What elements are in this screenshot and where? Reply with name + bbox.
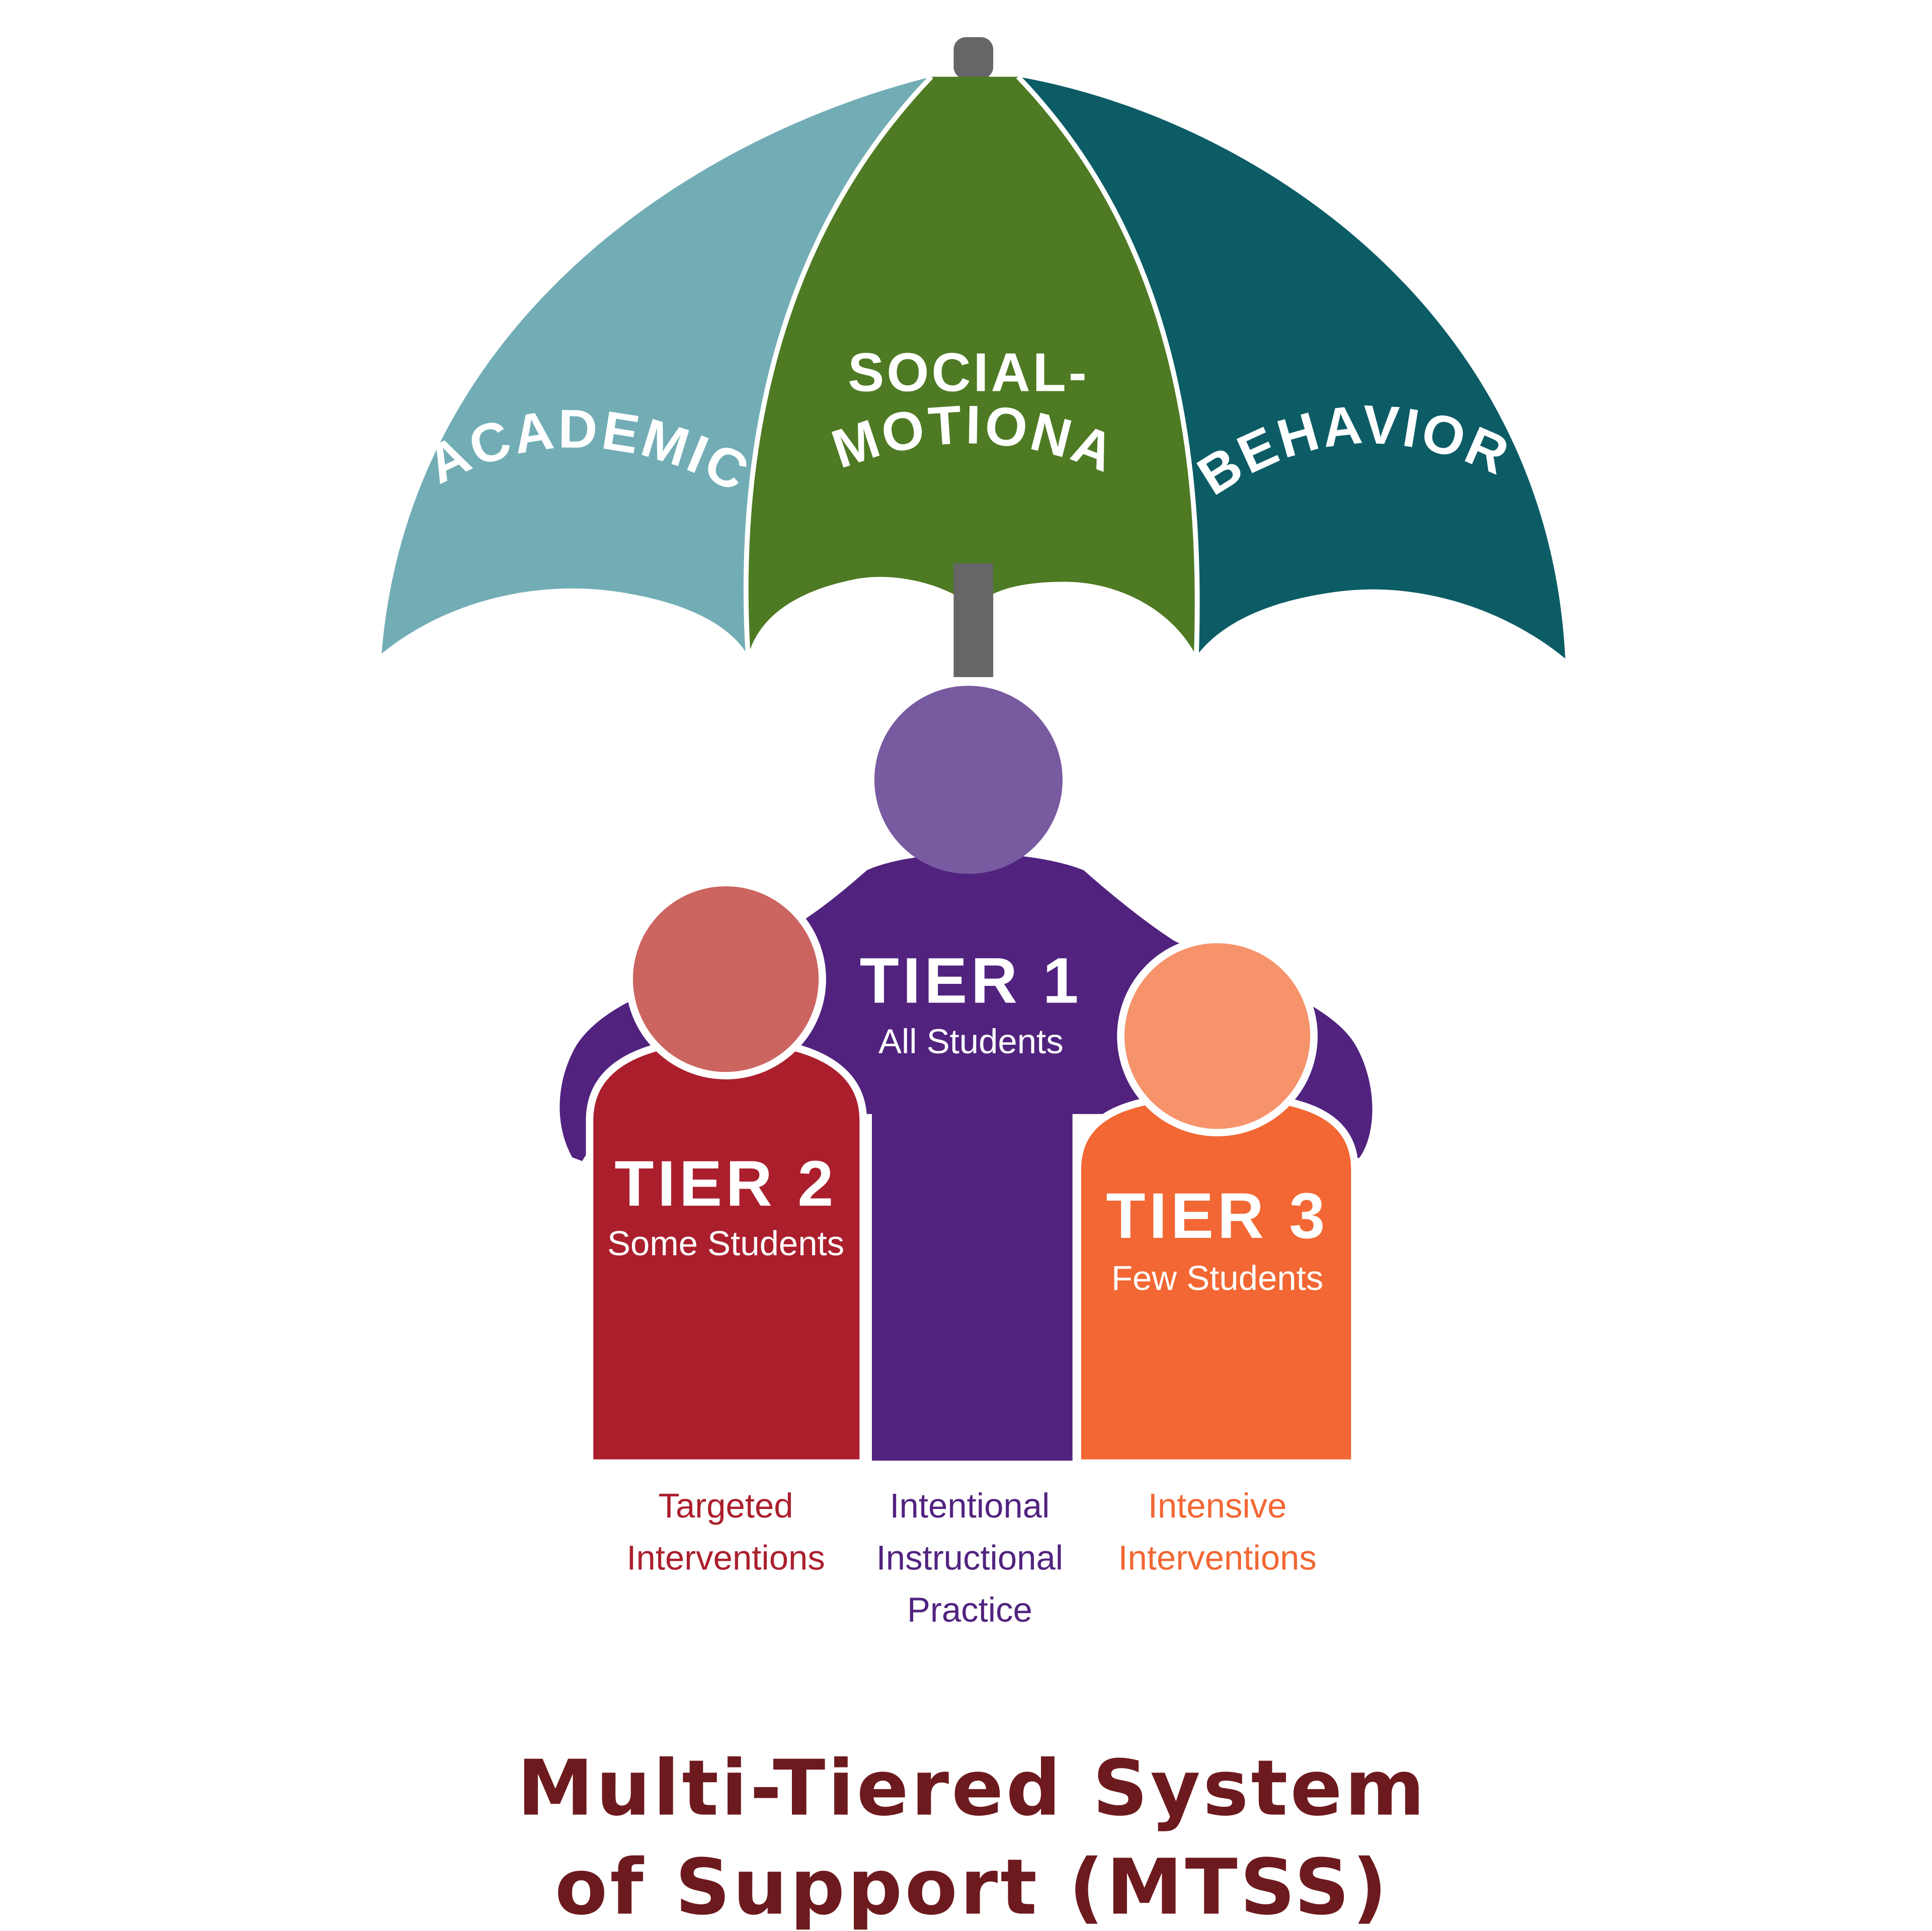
- social-label-line1: SOCIAL-: [848, 342, 1089, 403]
- page-title-line2: of Support (MTSS): [555, 1842, 1390, 1931]
- tier1-caption-line3: Practice: [907, 1590, 1032, 1629]
- tier3-figure: [1074, 936, 1359, 1467]
- tier1-caption-line2: Instructional: [876, 1538, 1063, 1577]
- tier3-caption: Intensive Interventions: [1118, 1486, 1316, 1577]
- behavior-panel: [1018, 76, 1566, 659]
- tier3-caption-line1: Intensive: [1148, 1486, 1287, 1525]
- tier1-title: TIER 1: [860, 945, 1082, 1017]
- tier1-caption: Intentional Instructional Practice: [876, 1486, 1063, 1629]
- tier2-title: TIER 2: [614, 1148, 837, 1220]
- tier2-head: [625, 879, 826, 1079]
- tier1-head: [874, 686, 1063, 874]
- umbrella-pole: [953, 563, 994, 678]
- tier3-head: [1117, 936, 1318, 1137]
- page-title-line1: Multi-Tiered System: [517, 1743, 1427, 1833]
- tier2-caption-line1: Targeted: [659, 1486, 793, 1525]
- tier2-subtitle: Some Students: [607, 1224, 844, 1263]
- academic-panel: [381, 76, 932, 656]
- tier3-subtitle: Few Students: [1111, 1258, 1323, 1297]
- tier2-caption: Targeted Interventions: [626, 1486, 825, 1577]
- umbrella-tip: [953, 37, 994, 79]
- tier3-caption-line2: Interventions: [1118, 1538, 1316, 1577]
- tier1-subtitle: All Students: [878, 1022, 1064, 1061]
- tier2-figure: [586, 879, 867, 1467]
- tier2-caption-line2: Interventions: [626, 1538, 825, 1577]
- social-emotional-panel: [746, 76, 1197, 656]
- tier3-title: TIER 3: [1106, 1180, 1328, 1252]
- tier1-caption-line1: Intentional: [890, 1486, 1050, 1525]
- umbrella-canopy: [381, 75, 1566, 659]
